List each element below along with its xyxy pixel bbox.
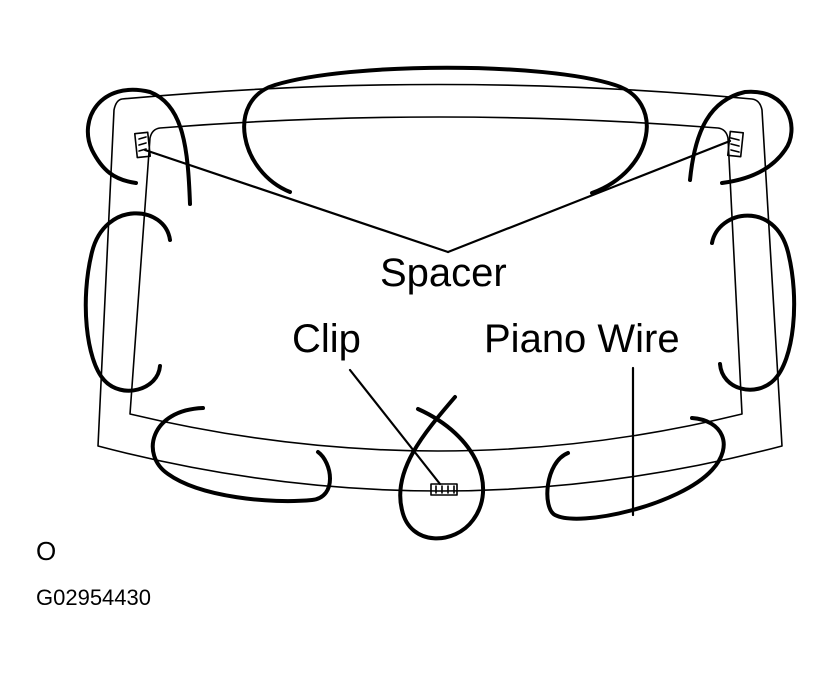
- glass-inner-edge: [129, 116, 743, 452]
- leader-lines: [143, 139, 732, 517]
- wire-loop-bottom-center: [398, 395, 485, 541]
- wire-loop-right-side: [710, 213, 797, 392]
- clip-label: Clip: [292, 317, 361, 361]
- windshield-glass: [97, 83, 783, 492]
- clip-leader: [348, 368, 442, 486]
- wire-loop-top-right: [688, 89, 794, 185]
- wire-loop-top-center: [242, 65, 649, 195]
- glass-outer-edge: [97, 83, 783, 492]
- figure-code: G02954430: [36, 585, 151, 610]
- spacer-leader-right: [446, 139, 732, 254]
- spacer-right: [726, 130, 745, 158]
- piano-wire: [83, 65, 797, 541]
- wire-loop-bottom-left: [150, 406, 332, 504]
- figure-letter: O: [36, 536, 56, 566]
- wire-loop-left-side: [83, 211, 172, 393]
- spacer-left: [133, 131, 152, 159]
- clip: [430, 483, 458, 496]
- wire-loop-top-left: [85, 88, 192, 206]
- spacer-leader-left: [143, 148, 450, 254]
- piano-wire-label: Piano Wire: [484, 317, 680, 361]
- wire-loop-bottom-right: [545, 416, 726, 521]
- spacer-label: Spacer: [380, 251, 507, 295]
